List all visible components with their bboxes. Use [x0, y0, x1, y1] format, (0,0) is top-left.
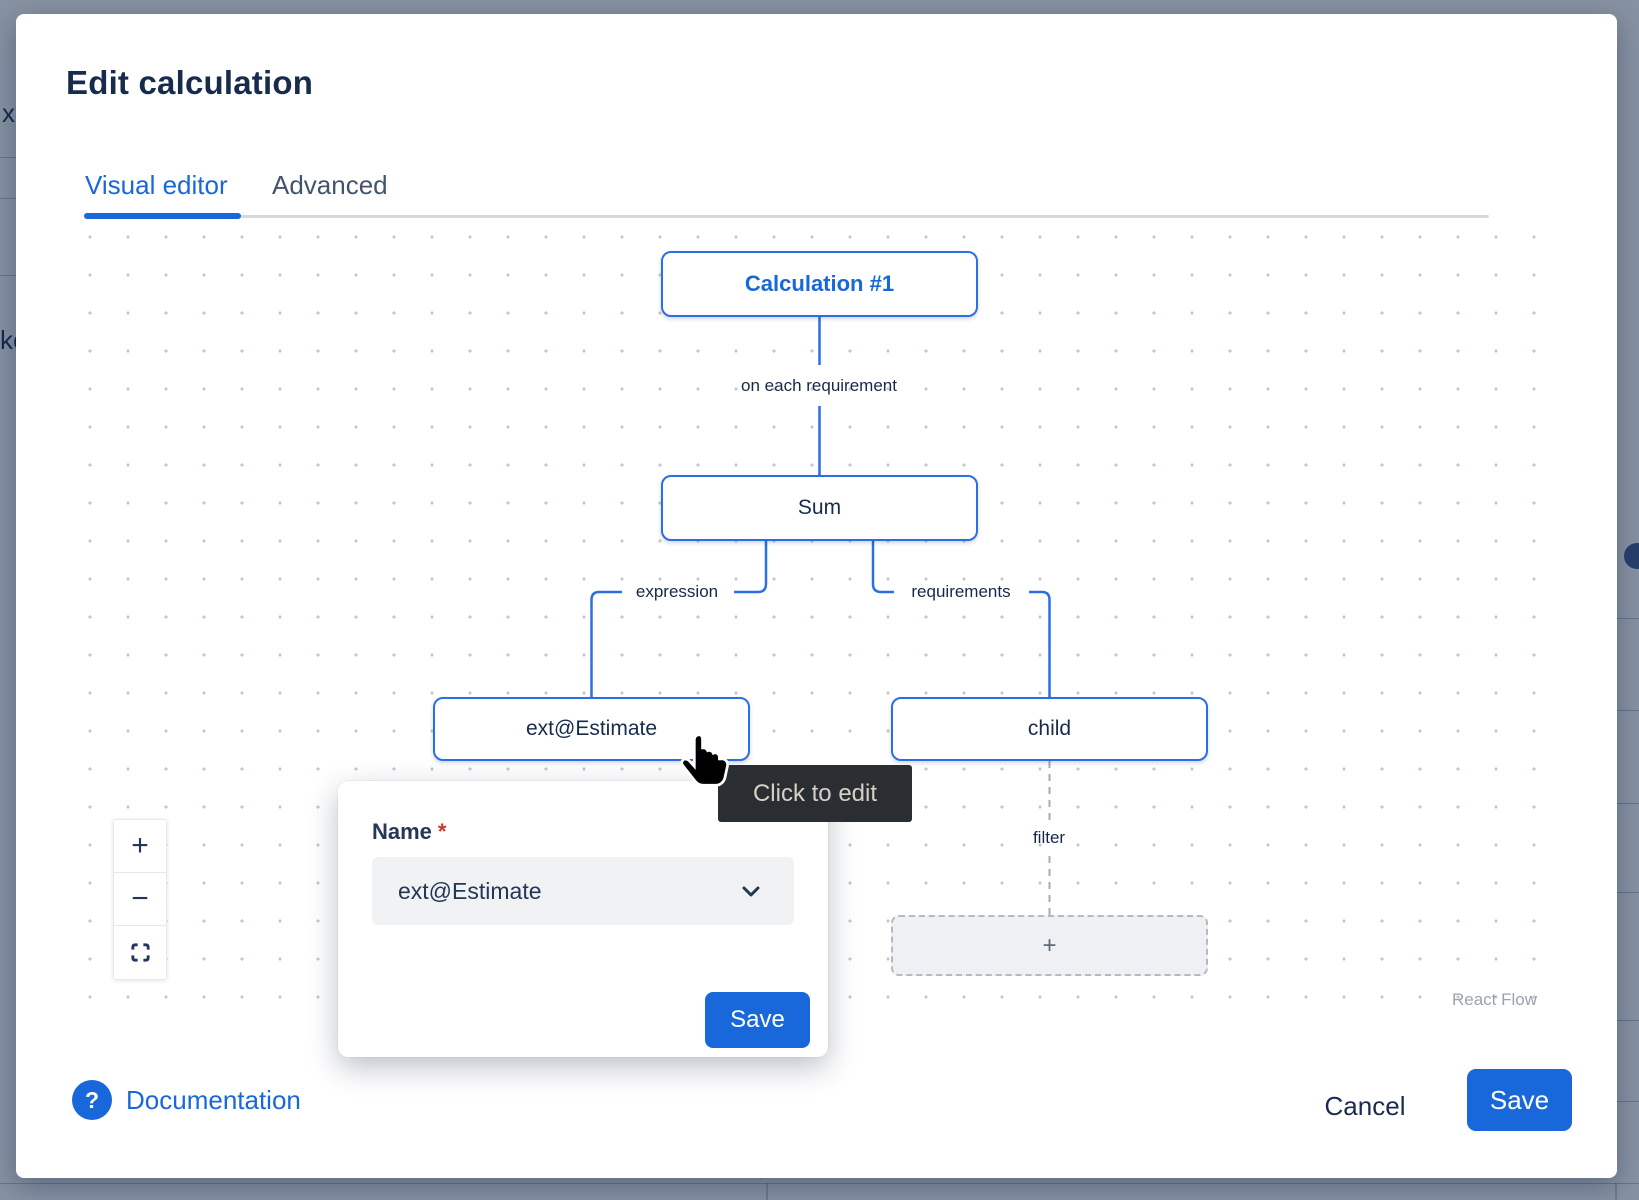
documentation-label: Documentation: [126, 1084, 301, 1115]
tab-track: [84, 215, 1489, 218]
background-table-line: [1617, 803, 1639, 804]
background-table-line: [0, 275, 16, 276]
documentation-link[interactable]: ? Documentation: [72, 1080, 301, 1120]
fit-view-button[interactable]: [114, 926, 166, 979]
background-text-fragment: x: [2, 98, 15, 128]
fit-view-icon: [130, 943, 150, 962]
cancel-button[interactable]: Cancel: [1300, 1084, 1430, 1128]
edge-label-requirements: requirements: [911, 582, 1011, 601]
background-table-line: [1615, 1183, 1617, 1200]
node-sum[interactable]: Sum: [661, 475, 978, 541]
node-expression-label: ext@Estimate: [525, 717, 658, 740]
flow-controls: + −: [113, 819, 167, 980]
popover-save-button[interactable]: Save: [705, 992, 810, 1048]
zoom-out-button[interactable]: −: [114, 873, 166, 926]
plus-icon: +: [131, 829, 149, 862]
popover-save-label: Save: [730, 1006, 785, 1033]
background-avatar: [1624, 543, 1639, 569]
help-icon: ?: [72, 1080, 112, 1120]
node-calculation[interactable]: Calculation #1: [661, 251, 978, 317]
background-table-line: [1617, 710, 1639, 711]
background-table-line: [1617, 1101, 1639, 1102]
background-table-line: [1617, 1020, 1639, 1021]
click-to-edit-tooltip: Click to edit: [718, 765, 912, 822]
dialog-title: Edit calculation: [66, 64, 314, 101]
node-requirements-child[interactable]: child: [891, 697, 1208, 761]
background-table-line: [0, 198, 16, 199]
name-label-text: Name: [372, 819, 432, 844]
required-marker: *: [437, 819, 447, 844]
edge-label-filter: filter: [1032, 828, 1066, 847]
node-expression-ext-estimate[interactable]: ext@Estimate: [433, 697, 750, 761]
node-sum-label: Sum: [797, 496, 842, 519]
zoom-in-button[interactable]: +: [114, 820, 166, 873]
node-calculation-label: Calculation #1: [744, 271, 895, 296]
node-child-label: child: [1027, 717, 1072, 740]
question-mark-glyph: ?: [84, 1086, 100, 1113]
active-tab-indicator: [84, 213, 241, 219]
minus-icon: −: [131, 882, 149, 915]
tab-advanced[interactable]: Advanced: [272, 170, 388, 200]
name-field-label: Name*: [372, 819, 446, 845]
edit-calculation-dialog: Edit calculation Visual editor Advanced …: [16, 14, 1617, 1178]
plus-icon: +: [1042, 931, 1057, 959]
background-table-line: [1617, 618, 1639, 619]
edit-node-popover: Name* ext@Estimate Save: [338, 781, 828, 1057]
react-flow-attribution: React Flow: [1452, 990, 1538, 1009]
edge-label-on-each-requirement: on each requirement: [741, 376, 897, 395]
name-select-value: ext@Estimate: [398, 877, 542, 904]
background-table-line: [1617, 892, 1639, 893]
save-button-label: Save: [1489, 1084, 1550, 1115]
name-select[interactable]: ext@Estimate: [372, 857, 794, 925]
edge-label-expression: expression: [635, 582, 719, 601]
chevron-down-icon: [742, 886, 760, 897]
tab-visual-editor[interactable]: Visual editor: [85, 170, 228, 200]
add-filter-placeholder-node[interactable]: +: [891, 915, 1208, 976]
background-table-line: [766, 1183, 768, 1200]
save-button[interactable]: Save: [1467, 1069, 1572, 1131]
background-table-line: [0, 1183, 1639, 1184]
background-table-line: [0, 157, 16, 158]
